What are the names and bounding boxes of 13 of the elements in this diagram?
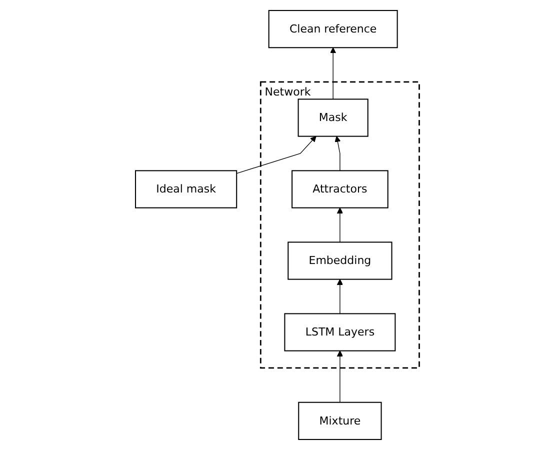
node-box: Mask xyxy=(298,98,368,137)
arrow xyxy=(330,47,336,100)
node-box: Attractors xyxy=(292,170,388,208)
node-box: Ideal mask xyxy=(135,170,238,208)
node-box: LSTM Layers xyxy=(284,313,396,352)
arrow xyxy=(236,136,316,174)
node-box: Clean reference xyxy=(268,10,398,48)
node-box: Mixture xyxy=(298,402,382,440)
arrow xyxy=(334,136,341,172)
arrow xyxy=(337,208,344,243)
node-box: Embedding xyxy=(288,242,392,280)
arrow xyxy=(337,279,344,314)
arrow xyxy=(337,350,344,403)
